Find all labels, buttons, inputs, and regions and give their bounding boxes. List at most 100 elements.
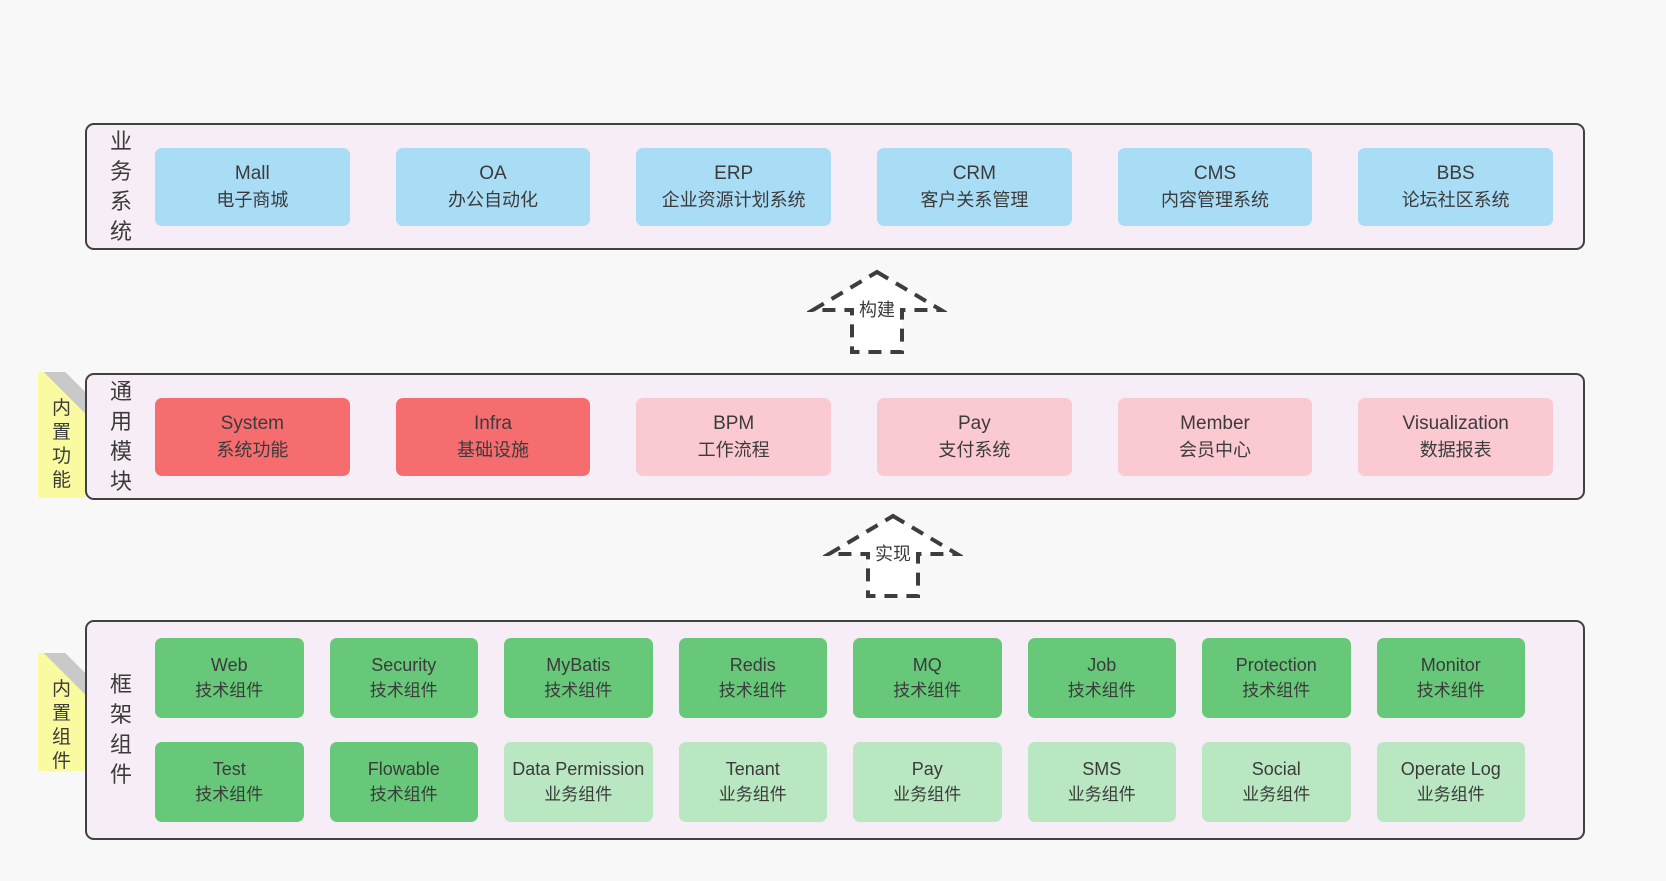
box-title: SMS bbox=[1082, 759, 1122, 779]
box-pay-module: Pay 支付系统 bbox=[877, 397, 1072, 476]
box-title: MyBatis bbox=[546, 655, 611, 675]
box-erp: ERP 企业资源计划系统 bbox=[636, 147, 832, 226]
box-title: Flowable bbox=[367, 759, 440, 779]
box-title: Mall bbox=[234, 163, 270, 184]
box-mybatis: MyBatis 技术组件 bbox=[504, 638, 653, 718]
box-title: Operate Log bbox=[1400, 759, 1501, 779]
box-subtitle: 业务组件 bbox=[718, 785, 787, 804]
box-title: Redis bbox=[729, 655, 776, 675]
box-title: Test bbox=[212, 759, 246, 779]
box-title: ERP bbox=[714, 163, 754, 184]
box-subtitle: 技术组件 bbox=[1416, 681, 1485, 700]
box-subtitle: 系统功能 bbox=[216, 440, 289, 460]
box-sms: SMS 业务组件 bbox=[1027, 742, 1176, 822]
components-row-1: Web 技术组件 Security 技术组件 MyBatis 技术组件 Redi… bbox=[155, 638, 1525, 718]
box-job: Job 技术组件 bbox=[1027, 638, 1176, 718]
box-subtitle: 企业资源计划系统 bbox=[661, 190, 806, 210]
box-subtitle: 技术组件 bbox=[195, 681, 264, 700]
box-title: Monitor bbox=[1420, 655, 1481, 675]
box-mall: Mall 电子商城 bbox=[155, 147, 350, 226]
box-protection: Protection 技术组件 bbox=[1202, 638, 1351, 718]
box-subtitle: 内容管理系统 bbox=[1161, 190, 1270, 210]
sticky-note-label: 内置组件 bbox=[51, 679, 71, 772]
components-row-2: Test 技术组件 Flowable 技术组件 Data Permission … bbox=[155, 742, 1525, 822]
arrow-build: 构建 bbox=[807, 268, 947, 356]
band-title-text: 业务系统 bbox=[109, 128, 132, 244]
box-subtitle: 技术组件 bbox=[369, 681, 438, 700]
box-web: Web 技术组件 bbox=[155, 638, 304, 718]
box-data-permission: Data Permission 业务组件 bbox=[504, 742, 653, 822]
sticky-note-label: 内置功能 bbox=[51, 398, 71, 491]
box-redis: Redis 技术组件 bbox=[678, 638, 827, 718]
box-crm: CRM 客户关系管理 bbox=[877, 147, 1072, 226]
band-title: 业务系统 bbox=[87, 125, 155, 248]
box-pay-component: Pay 业务组件 bbox=[853, 742, 1002, 822]
band-title: 框架组件 bbox=[87, 622, 155, 838]
box-bbs: BBS 论坛社区系统 bbox=[1358, 147, 1554, 226]
box-subtitle: 业务组件 bbox=[893, 785, 962, 804]
business-systems-row: Mall 电子商城 OA 办公自动化 ERP 企业资源计划系统 CRM 客户关系… bbox=[155, 147, 1554, 226]
box-title: OA bbox=[479, 163, 507, 184]
arrow-build-label: 构建 bbox=[857, 297, 897, 323]
box-subtitle: 电子商城 bbox=[216, 190, 289, 210]
box-subtitle: 会员中心 bbox=[1179, 440, 1252, 460]
band-framework-components: 框架组件 Web 技术组件 Security 技术组件 MyBatis 技术组件… bbox=[85, 620, 1585, 840]
box-title: Protection bbox=[1235, 655, 1317, 675]
box-subtitle: 技术组件 bbox=[1242, 681, 1311, 700]
box-operate-log: Operate Log 业务组件 bbox=[1376, 742, 1525, 822]
box-title: System bbox=[220, 413, 285, 434]
box-subtitle: 技术组件 bbox=[195, 785, 264, 804]
sticky-note-built-in-features: 内置功能 bbox=[38, 372, 85, 498]
box-visualization: Visualization 数据报表 bbox=[1358, 397, 1554, 476]
box-subtitle: 业务组件 bbox=[1067, 785, 1136, 804]
box-title: BPM bbox=[713, 413, 755, 434]
box-title: MQ bbox=[912, 655, 942, 675]
box-subtitle: 技术组件 bbox=[893, 681, 962, 700]
band-business-systems: 业务系统 Mall 电子商城 OA 办公自动化 ERP 企业资源计划系统 CRM bbox=[85, 123, 1585, 250]
box-title: Member bbox=[1180, 413, 1250, 434]
box-security: Security 技术组件 bbox=[329, 638, 478, 718]
box-subtitle: 技术组件 bbox=[1067, 681, 1136, 700]
box-subtitle: 技术组件 bbox=[544, 681, 613, 700]
box-subtitle: 技术组件 bbox=[718, 681, 787, 700]
sticky-note-built-in-components: 内置组件 bbox=[38, 653, 85, 772]
box-subtitle: 数据报表 bbox=[1419, 440, 1492, 460]
box-system: System 系统功能 bbox=[155, 397, 350, 476]
band-common-modules: 通用模块 System 系统功能 Infra 基础设施 BPM 工作流程 Pay bbox=[85, 373, 1585, 500]
band-title-text: 框架组件 bbox=[109, 672, 132, 787]
box-bpm: BPM 工作流程 bbox=[636, 397, 832, 476]
box-infra: Infra 基础设施 bbox=[395, 397, 591, 476]
box-subtitle: 工作流程 bbox=[697, 440, 770, 460]
box-title: Job bbox=[1087, 655, 1117, 675]
box-title: Web bbox=[210, 655, 248, 675]
box-title: Pay bbox=[957, 413, 991, 434]
box-title: BBS bbox=[1436, 163, 1475, 184]
arrow-implement: 实现 bbox=[823, 512, 963, 600]
box-title: Social bbox=[1251, 759, 1301, 779]
band-title: 通用模块 bbox=[87, 375, 155, 498]
box-subtitle: 论坛社区系统 bbox=[1401, 190, 1510, 210]
box-tenant: Tenant 业务组件 bbox=[678, 742, 827, 822]
arrow-implement-label: 实现 bbox=[873, 541, 913, 567]
box-subtitle: 基础设施 bbox=[457, 440, 529, 460]
box-member: Member 会员中心 bbox=[1117, 397, 1313, 476]
box-mq: MQ 技术组件 bbox=[853, 638, 1002, 718]
box-title: Tenant bbox=[725, 759, 780, 779]
box-cms: CMS 内容管理系统 bbox=[1117, 147, 1313, 226]
box-monitor: Monitor 技术组件 bbox=[1376, 638, 1525, 718]
box-subtitle: 业务组件 bbox=[544, 785, 613, 804]
box-title: Security bbox=[371, 655, 437, 675]
box-flowable: Flowable 技术组件 bbox=[329, 742, 478, 822]
box-subtitle: 支付系统 bbox=[938, 440, 1011, 460]
box-social: Social 业务组件 bbox=[1202, 742, 1351, 822]
band-content: Web 技术组件 Security 技术组件 MyBatis 技术组件 Redi… bbox=[155, 622, 1583, 838]
box-title: Data Permission bbox=[512, 759, 645, 779]
band-content: Mall 电子商城 OA 办公自动化 ERP 企业资源计划系统 CRM 客户关系… bbox=[155, 125, 1583, 248]
box-title: Visualization bbox=[1402, 413, 1509, 434]
box-subtitle: 办公自动化 bbox=[448, 190, 538, 210]
common-modules-row: System 系统功能 Infra 基础设施 BPM 工作流程 Pay 支付系统… bbox=[155, 397, 1554, 476]
band-content: System 系统功能 Infra 基础设施 BPM 工作流程 Pay 支付系统… bbox=[155, 375, 1583, 498]
box-subtitle: 业务组件 bbox=[1416, 785, 1485, 804]
box-title: Infra bbox=[473, 413, 513, 434]
